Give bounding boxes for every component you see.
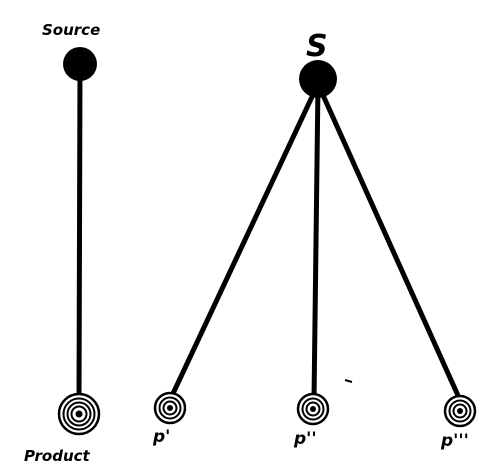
p3-label: p''' [440,431,469,451]
left-figure: Source Product [24,21,101,465]
p2-label: p'' [293,429,317,449]
product-node-p1 [153,391,187,425]
left-source-node [63,47,97,81]
product-node-p2 [296,392,330,426]
s-label: S [306,29,328,64]
stray-mark [344,379,353,383]
right-figure: S p' p'' p''' [152,29,477,451]
source-label: Source [42,21,100,39]
left-product-node [57,392,101,436]
right-source-node [299,60,337,98]
p1-label: p' [152,427,170,447]
stem-to-p3 [315,81,463,403]
left-stem [76,63,83,403]
product-node-p3 [443,394,477,428]
stem-to-p2 [311,81,321,403]
product-label: Product [24,447,91,465]
stem-to-p1 [167,81,321,403]
